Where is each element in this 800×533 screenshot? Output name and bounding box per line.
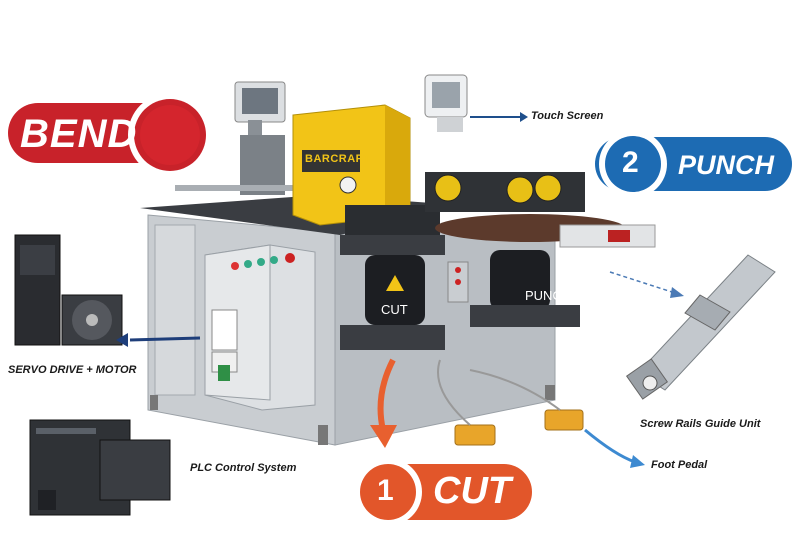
callout-plc: PLC Control System: [190, 462, 297, 474]
cut-badge-number: 1: [377, 474, 394, 507]
touch-screen-unit: [424, 74, 468, 132]
cut-module: [339, 176, 445, 350]
callout-foot-pedal: Foot Pedal: [651, 459, 708, 471]
punch-module-label: PUNC: [525, 288, 562, 303]
cut-module-label: CUT: [381, 302, 408, 317]
servo-drive-motor: [14, 234, 123, 346]
plc-unit: [29, 419, 171, 516]
bend-station: [175, 81, 295, 195]
callout-arrows: [116, 112, 684, 468]
punch-badge: [595, 130, 792, 198]
screw-rail-unit: [625, 254, 776, 400]
cut-badge-label: CUT: [433, 470, 512, 512]
cut-badge: [354, 458, 532, 526]
punch-badge-number: 2: [622, 146, 639, 179]
yellow-housing: [292, 104, 411, 226]
foot-pedals: [437, 359, 584, 446]
callout-touch-screen: Touch Screen: [531, 110, 604, 122]
callout-screw-rails: Screw Rails Guide Unit: [640, 418, 761, 430]
callout-servo: SERVO DRIVE + MOTOR: [8, 364, 137, 376]
bend-badge-label: BEND: [20, 112, 138, 156]
punch-module: [425, 172, 656, 327]
bend-badge: [8, 93, 212, 177]
punch-badge-label: PUNCH: [678, 150, 775, 180]
machine-brand-label: BARCRAFT: [305, 153, 371, 165]
